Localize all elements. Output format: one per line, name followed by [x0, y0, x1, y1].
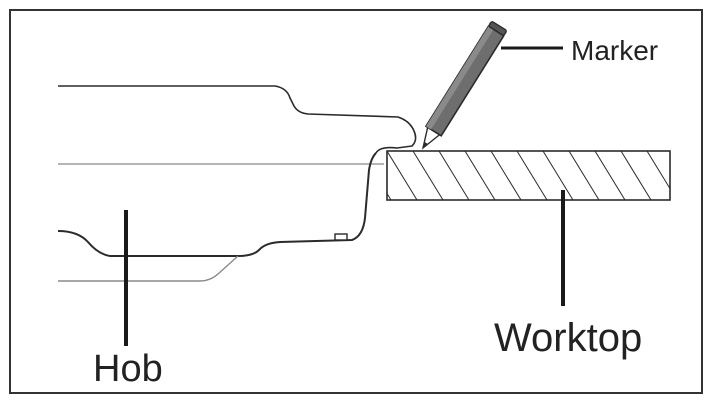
worktop-label: Worktop — [494, 316, 642, 360]
marker-label: Marker — [571, 35, 658, 66]
hob-clip — [334, 233, 348, 241]
hob-body-outline — [57, 152, 377, 257]
worktop-section — [386, 150, 671, 201]
hob-label: Hob — [93, 348, 163, 390]
marker-icon — [421, 21, 507, 150]
hob-lower-outline — [58, 255, 239, 282]
worktop-outline — [386, 150, 671, 201]
hob-top-outline — [58, 85, 417, 154]
